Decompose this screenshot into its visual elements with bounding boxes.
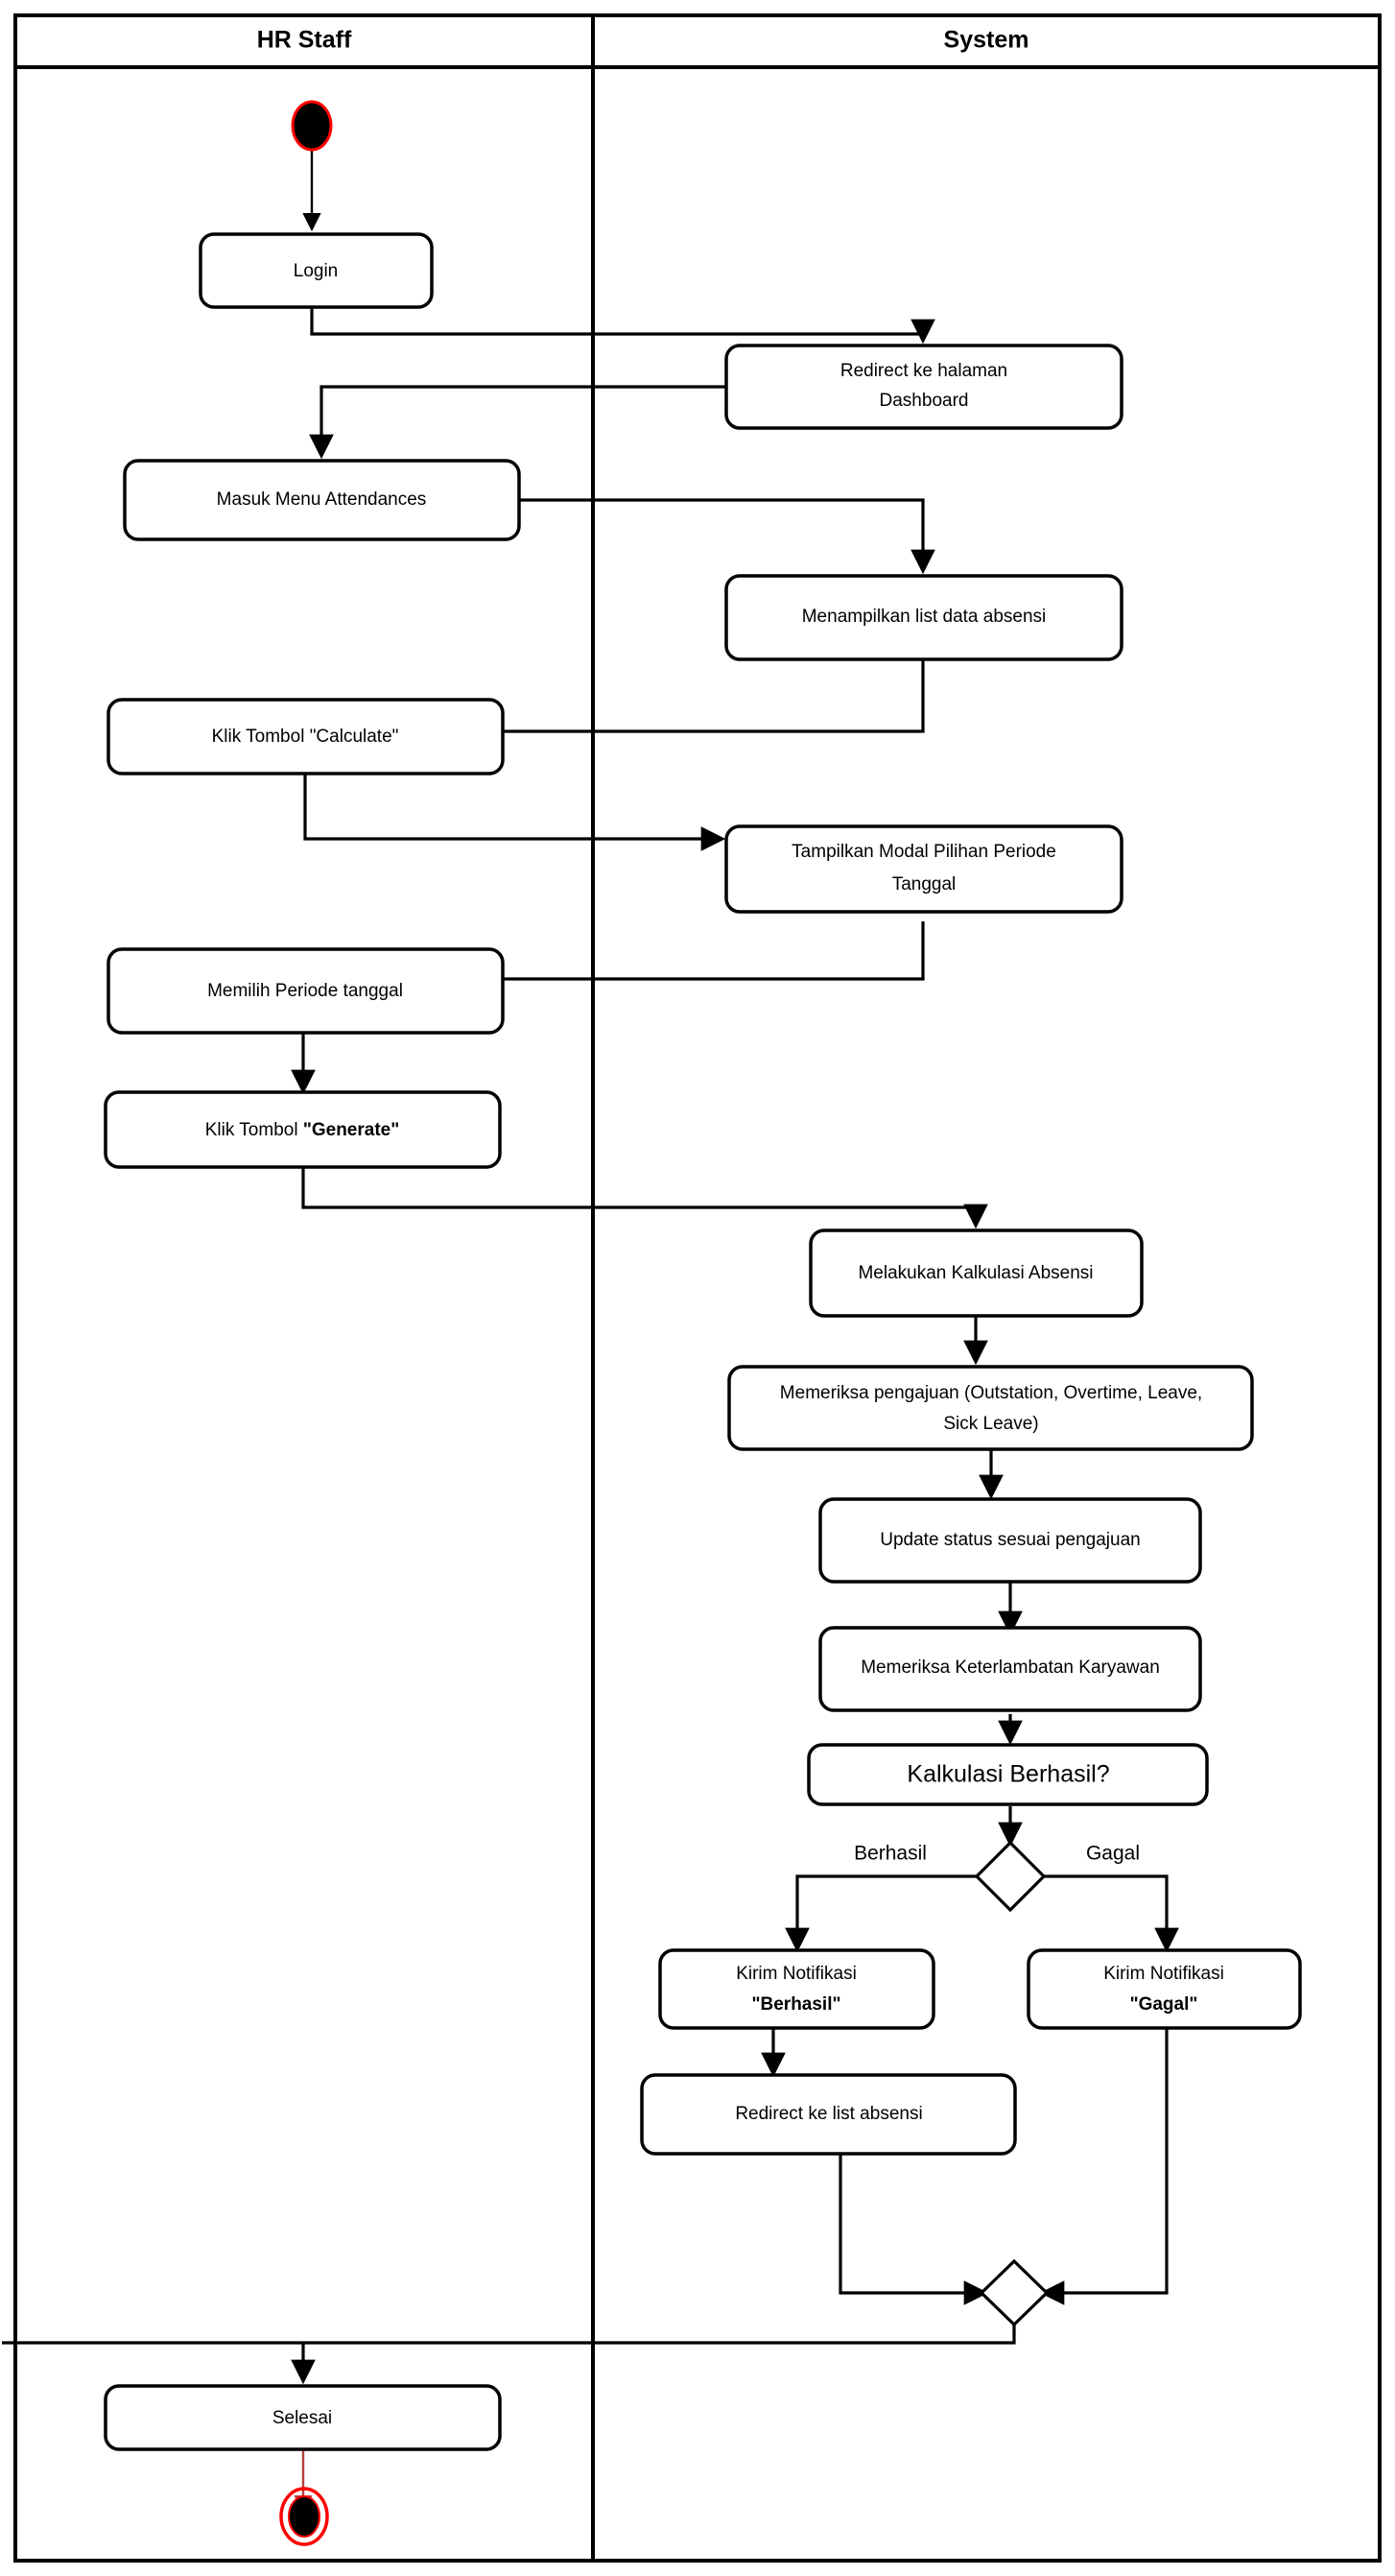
action-box <box>199 232 434 309</box>
action-label: Klik Tombol "Calculate" <box>212 727 399 747</box>
edge-klik-calculate-to-modal-periode <box>303 774 726 851</box>
node-periksa-pengajuan[interactable]: Memeriksa pengajuan (Outstation, Overtim… <box>727 1365 1254 1451</box>
node-masuk-menu[interactable]: Masuk Menu Attendances <box>123 459 521 541</box>
node-modal-periode[interactable]: Tampilkan Modal Pilihan Periode Tanggal <box>724 824 1123 914</box>
action-label-bold: "Generate" <box>303 1120 399 1140</box>
action-box <box>724 344 1123 430</box>
node-list-absensi[interactable]: Menampilkan list data absensi <box>724 574 1123 661</box>
action-box <box>727 1365 1254 1451</box>
action-box <box>818 1497 1202 1584</box>
action-box <box>724 824 1123 914</box>
node-end[interactable] <box>279 2487 329 2546</box>
final-node-outer-ring <box>279 2487 329 2546</box>
lane-title-system: System <box>944 27 1029 54</box>
node-selesai[interactable]: Selesai <box>104 2384 502 2451</box>
edge-notif-gagal-to-merge <box>1039 2028 1169 2305</box>
action-label: Masuk Menu Attendances <box>217 489 427 510</box>
action-label-line2: "Gagal" <box>1130 1994 1198 2015</box>
lane-title-hr-staff: HR Staff <box>257 27 352 54</box>
node-decision[interactable] <box>974 1840 1047 1913</box>
node-redirect-list[interactable]: Redirect ke list absensi <box>640 2073 1017 2156</box>
node-kalkulasi-berhasil[interactable]: Kalkulasi Berhasil? <box>807 1743 1209 1806</box>
action-label: Melakukan Kalkulasi Absensi <box>858 1263 1093 1283</box>
node-merge[interactable] <box>979 2258 1050 2327</box>
action-label: Menampilkan list data absensi <box>802 607 1047 627</box>
action-box <box>104 2384 502 2451</box>
edge-redirect-list-to-merge <box>839 2154 989 2305</box>
action-label-plain: Klik Tombol <box>205 1120 303 1140</box>
action-label: Selesai <box>272 2408 332 2428</box>
node-notif-gagal[interactable]: Kirim Notifikasi "Gagal" <box>1027 1948 1302 2030</box>
edge-merge-to-selesai <box>2 2325 1016 2380</box>
action-label-line1: Kirim Notifikasi <box>1103 1964 1224 1984</box>
edge-decision-to-notif-gagal <box>1042 1874 1179 1953</box>
swimlane-frame <box>13 13 1382 2563</box>
node-klik-generate[interactable]: Klik Tombol "Generate" <box>104 1090 502 1169</box>
action-label-line1: Redirect ke halaman <box>840 361 1007 381</box>
decision-diamond-icon <box>974 1840 1047 1913</box>
action-label: Memilih Periode tanggal <box>207 981 403 1001</box>
action-label-line2: Tanggal <box>892 874 957 894</box>
flow-edges <box>2 149 1179 2515</box>
action-label-line1: Tampilkan Modal Pilihan Periode <box>792 842 1056 862</box>
action-label: Update status sesuai pengajuan <box>880 1530 1140 1550</box>
node-periksa-terlambat[interactable]: Memeriksa Keterlambatan Karyawan <box>818 1626 1202 1712</box>
action-box <box>106 698 505 775</box>
swimlane-outer-border <box>13 13 1382 2563</box>
initial-node-icon <box>291 100 333 152</box>
edge-modal-periode-to-pilih-periode <box>306 921 925 991</box>
node-login[interactable]: Login <box>199 232 434 309</box>
action-box <box>807 1743 1209 1806</box>
action-box <box>818 1626 1202 1712</box>
action-label-line2: Dashboard <box>880 391 969 411</box>
action-label: Kalkulasi Berhasil? <box>907 1761 1109 1788</box>
action-label: Klik Tombol "Generate" <box>205 1120 399 1140</box>
edge-login-to-redirect-dashboard <box>310 307 935 345</box>
edge-decision-to-notif-berhasil <box>785 1874 979 1953</box>
final-node-inner-dot <box>288 2495 320 2538</box>
edge-label-gagal: Gagal <box>1086 1843 1140 1865</box>
action-box <box>809 1228 1144 1318</box>
action-box <box>1027 1948 1302 2030</box>
action-box <box>106 947 505 1035</box>
node-update-status[interactable]: Update status sesuai pengajuan <box>818 1497 1202 1584</box>
action-label: Redirect ke list absensi <box>735 2104 922 2124</box>
node-klik-calculate[interactable]: Klik Tombol "Calculate" <box>106 698 505 775</box>
node-start[interactable] <box>291 100 333 152</box>
edge-klik-generate-to-kalkulasi <box>301 1157 988 1229</box>
action-label: Memeriksa Keterlambatan Karyawan <box>861 1658 1160 1678</box>
action-label-line1: Memeriksa pengajuan (Outstation, Overtim… <box>780 1383 1202 1403</box>
action-box <box>123 459 521 541</box>
node-pilih-periode[interactable]: Memilih Periode tanggal <box>106 947 505 1035</box>
edge-redirect-dashboard-to-masuk-menu <box>309 385 726 460</box>
node-notif-berhasil[interactable]: Kirim Notifikasi "Berhasil" <box>658 1948 935 2030</box>
action-label-line1: Kirim Notifikasi <box>736 1964 857 1984</box>
edge-list-absensi-to-klik-calculate <box>306 659 925 744</box>
edge-label-berhasil: Berhasil <box>854 1843 927 1865</box>
node-kalkulasi[interactable]: Melakukan Kalkulasi Absensi <box>809 1228 1144 1318</box>
merge-diamond-icon <box>979 2258 1050 2327</box>
edge-masuk-menu-to-list-absensi <box>518 498 935 575</box>
action-label-line2: Sick Leave) <box>943 1414 1038 1434</box>
action-box <box>104 1090 502 1169</box>
action-label-line2: "Berhasil" <box>752 1994 841 2015</box>
action-box <box>640 2073 1017 2156</box>
action-box <box>724 574 1123 661</box>
node-redirect-dashboard[interactable]: Redirect ke halaman Dashboard <box>724 344 1123 430</box>
action-box <box>658 1948 935 2030</box>
action-label: Login <box>294 261 339 281</box>
